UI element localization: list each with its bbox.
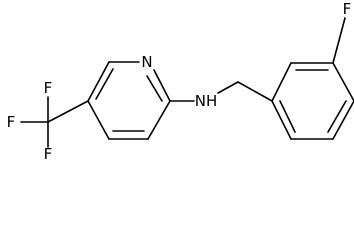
bond-cf3-ring [47, 100, 89, 123]
benzene-bond-c1-c2 [271, 62, 292, 102]
benzene-ring [271, 17, 354, 140]
bond-ch2-benzene [237, 81, 273, 102]
cf3-fluorine-label-left: F [7, 113, 16, 131]
fluorine-label-top-right: F [343, 0, 352, 18]
benzene-bond-c6-c1-inner [279, 100, 296, 133]
pyridine-bond-c2-c3 [147, 100, 171, 140]
pyridine-bond-c4-c5 [87, 100, 110, 140]
benzene-bond-c3-c4 [332, 62, 354, 102]
pyridine-bond-n-c2 [153, 69, 171, 102]
bond-nh-ch2 [217, 81, 239, 94]
pyridine-bond-c5-c6-inner [95, 68, 114, 100]
amine-linker [169, 81, 273, 102]
benzene-bond-c4-c5 [332, 100, 354, 140]
benzene-bond-c4-c5-inner [327, 100, 347, 133]
benzene-bond-c6-c1 [271, 100, 292, 140]
pyridine-bond-n-c2-inner [146, 75, 163, 102]
pyridine-nitrogen-label: N [141, 53, 152, 71]
chemical-structure: F F F F N NH [7, 0, 354, 160]
bond-benzene-f [332, 17, 346, 64]
pyridine-bond-c5-c6 [87, 61, 110, 102]
trifluoromethyl-group [20, 96, 89, 148]
pyridine-ring [87, 61, 171, 140]
cf3-fluorine-label-bottom: F [44, 145, 53, 160]
cf3-fluorine-label-top: F [44, 79, 53, 97]
amine-nh-label: NH [195, 92, 218, 110]
